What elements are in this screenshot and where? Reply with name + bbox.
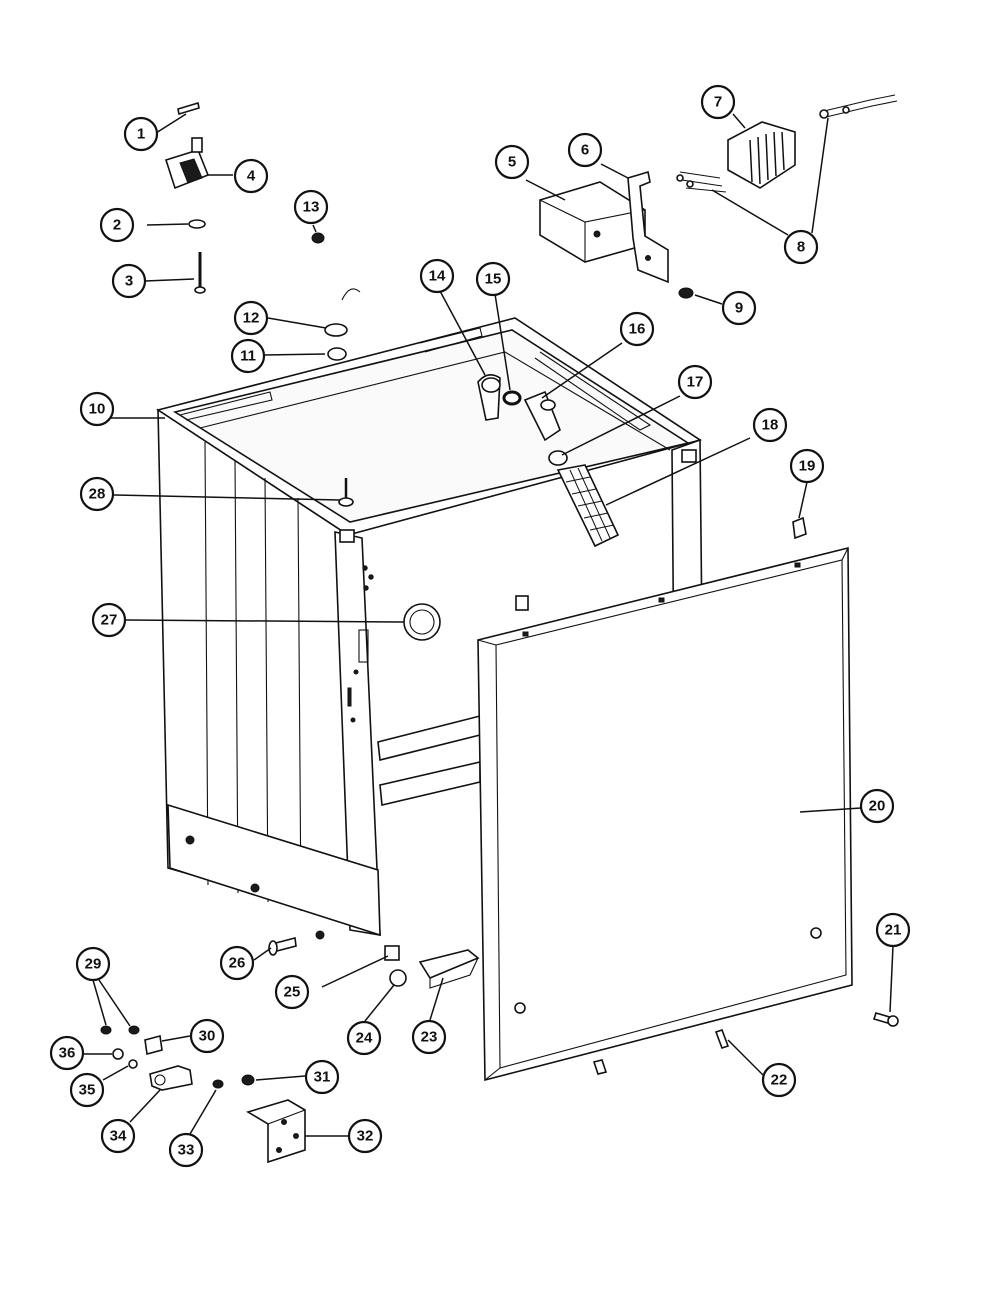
- callout-34: 34: [100, 1118, 136, 1154]
- callout-24-label: 24: [356, 1030, 373, 1047]
- front-panel: [477, 546, 853, 1082]
- callout-17: 17: [677, 364, 713, 400]
- callout-18: 18: [752, 407, 788, 443]
- callout-10: 10: [79, 391, 115, 427]
- callout-13-label: 13: [303, 199, 320, 216]
- callout-28-label: 28: [89, 486, 106, 503]
- callout-3: 3: [111, 263, 147, 299]
- callout-11: 11: [230, 338, 266, 374]
- callout-13: 13: [293, 189, 329, 225]
- callout-12: 12: [233, 300, 269, 336]
- callout-18-label: 18: [762, 417, 779, 434]
- callout-1: 1: [123, 116, 159, 152]
- callout-2: 2: [99, 207, 135, 243]
- callout-31: 31: [304, 1059, 340, 1095]
- callout-32: 32: [347, 1118, 383, 1154]
- callout-16-label: 16: [629, 321, 646, 338]
- callout-14-label: 14: [429, 268, 446, 285]
- callout-9-label: 9: [735, 300, 743, 317]
- callout-12-label: 12: [243, 310, 260, 327]
- leader-lines: [70, 113, 894, 1137]
- callout-21-label: 21: [885, 922, 902, 939]
- callout-1-label: 1: [137, 126, 145, 143]
- callout-35: 35: [69, 1072, 105, 1108]
- callout-15-label: 15: [485, 271, 502, 288]
- callout-35-label: 35: [79, 1082, 96, 1099]
- callout-7-label: 7: [714, 94, 722, 111]
- callout-27-label: 27: [101, 612, 118, 629]
- callout-14: 14: [419, 258, 455, 294]
- callout-4-label: 4: [247, 168, 256, 185]
- callout-11-label: 11: [240, 348, 256, 365]
- callout-29-label: 29: [85, 956, 102, 973]
- callout-10-label: 10: [89, 401, 106, 418]
- callout-28: 28: [79, 476, 115, 512]
- callout-30-label: 30: [199, 1028, 216, 1045]
- callout-26: 26: [219, 945, 255, 981]
- callout-23: 23: [411, 1019, 447, 1055]
- callout-29: 29: [75, 946, 111, 982]
- callout-7: 7: [700, 84, 736, 120]
- callout-8-label: 8: [797, 239, 805, 256]
- callout-22: 22: [761, 1062, 797, 1098]
- callout-25: 25: [274, 974, 310, 1010]
- callout-24: 24: [346, 1020, 382, 1056]
- callout-36: 36: [49, 1035, 85, 1071]
- callout-20-label: 20: [869, 798, 886, 815]
- callout-19: 19: [789, 448, 825, 484]
- callout-4: 4: [233, 158, 269, 194]
- callout-20: 20: [859, 788, 895, 824]
- callout-27: 27: [91, 602, 127, 638]
- callout-33: 33: [168, 1132, 204, 1168]
- callout-15: 15: [475, 261, 511, 297]
- callout-16: 16: [619, 311, 655, 347]
- callout-34-label: 34: [110, 1128, 127, 1145]
- callout-36-label: 36: [59, 1045, 76, 1062]
- callout-2-label: 2: [113, 217, 121, 234]
- callout-22-label: 22: [771, 1072, 788, 1089]
- callout-9: 9: [721, 290, 757, 326]
- callout-33-label: 33: [178, 1142, 195, 1159]
- callout-30: 30: [189, 1018, 225, 1054]
- callout-3-label: 3: [125, 273, 133, 290]
- callout-5-label: 5: [508, 154, 516, 171]
- callout-21: 21: [875, 912, 911, 948]
- callout-25-label: 25: [284, 984, 301, 1001]
- callout-19-label: 19: [799, 458, 816, 475]
- callout-6-label: 6: [581, 142, 589, 159]
- part-drawings: [100, 94, 899, 1164]
- callout-17-label: 17: [687, 374, 704, 391]
- callout-6: 6: [567, 132, 603, 168]
- callout-8: 8: [783, 229, 819, 265]
- callout-32-label: 32: [357, 1128, 374, 1145]
- callout-23-label: 23: [421, 1029, 438, 1046]
- callout-31-label: 31: [314, 1069, 331, 1086]
- callout-5: 5: [494, 144, 530, 180]
- callout-26-label: 26: [229, 955, 246, 972]
